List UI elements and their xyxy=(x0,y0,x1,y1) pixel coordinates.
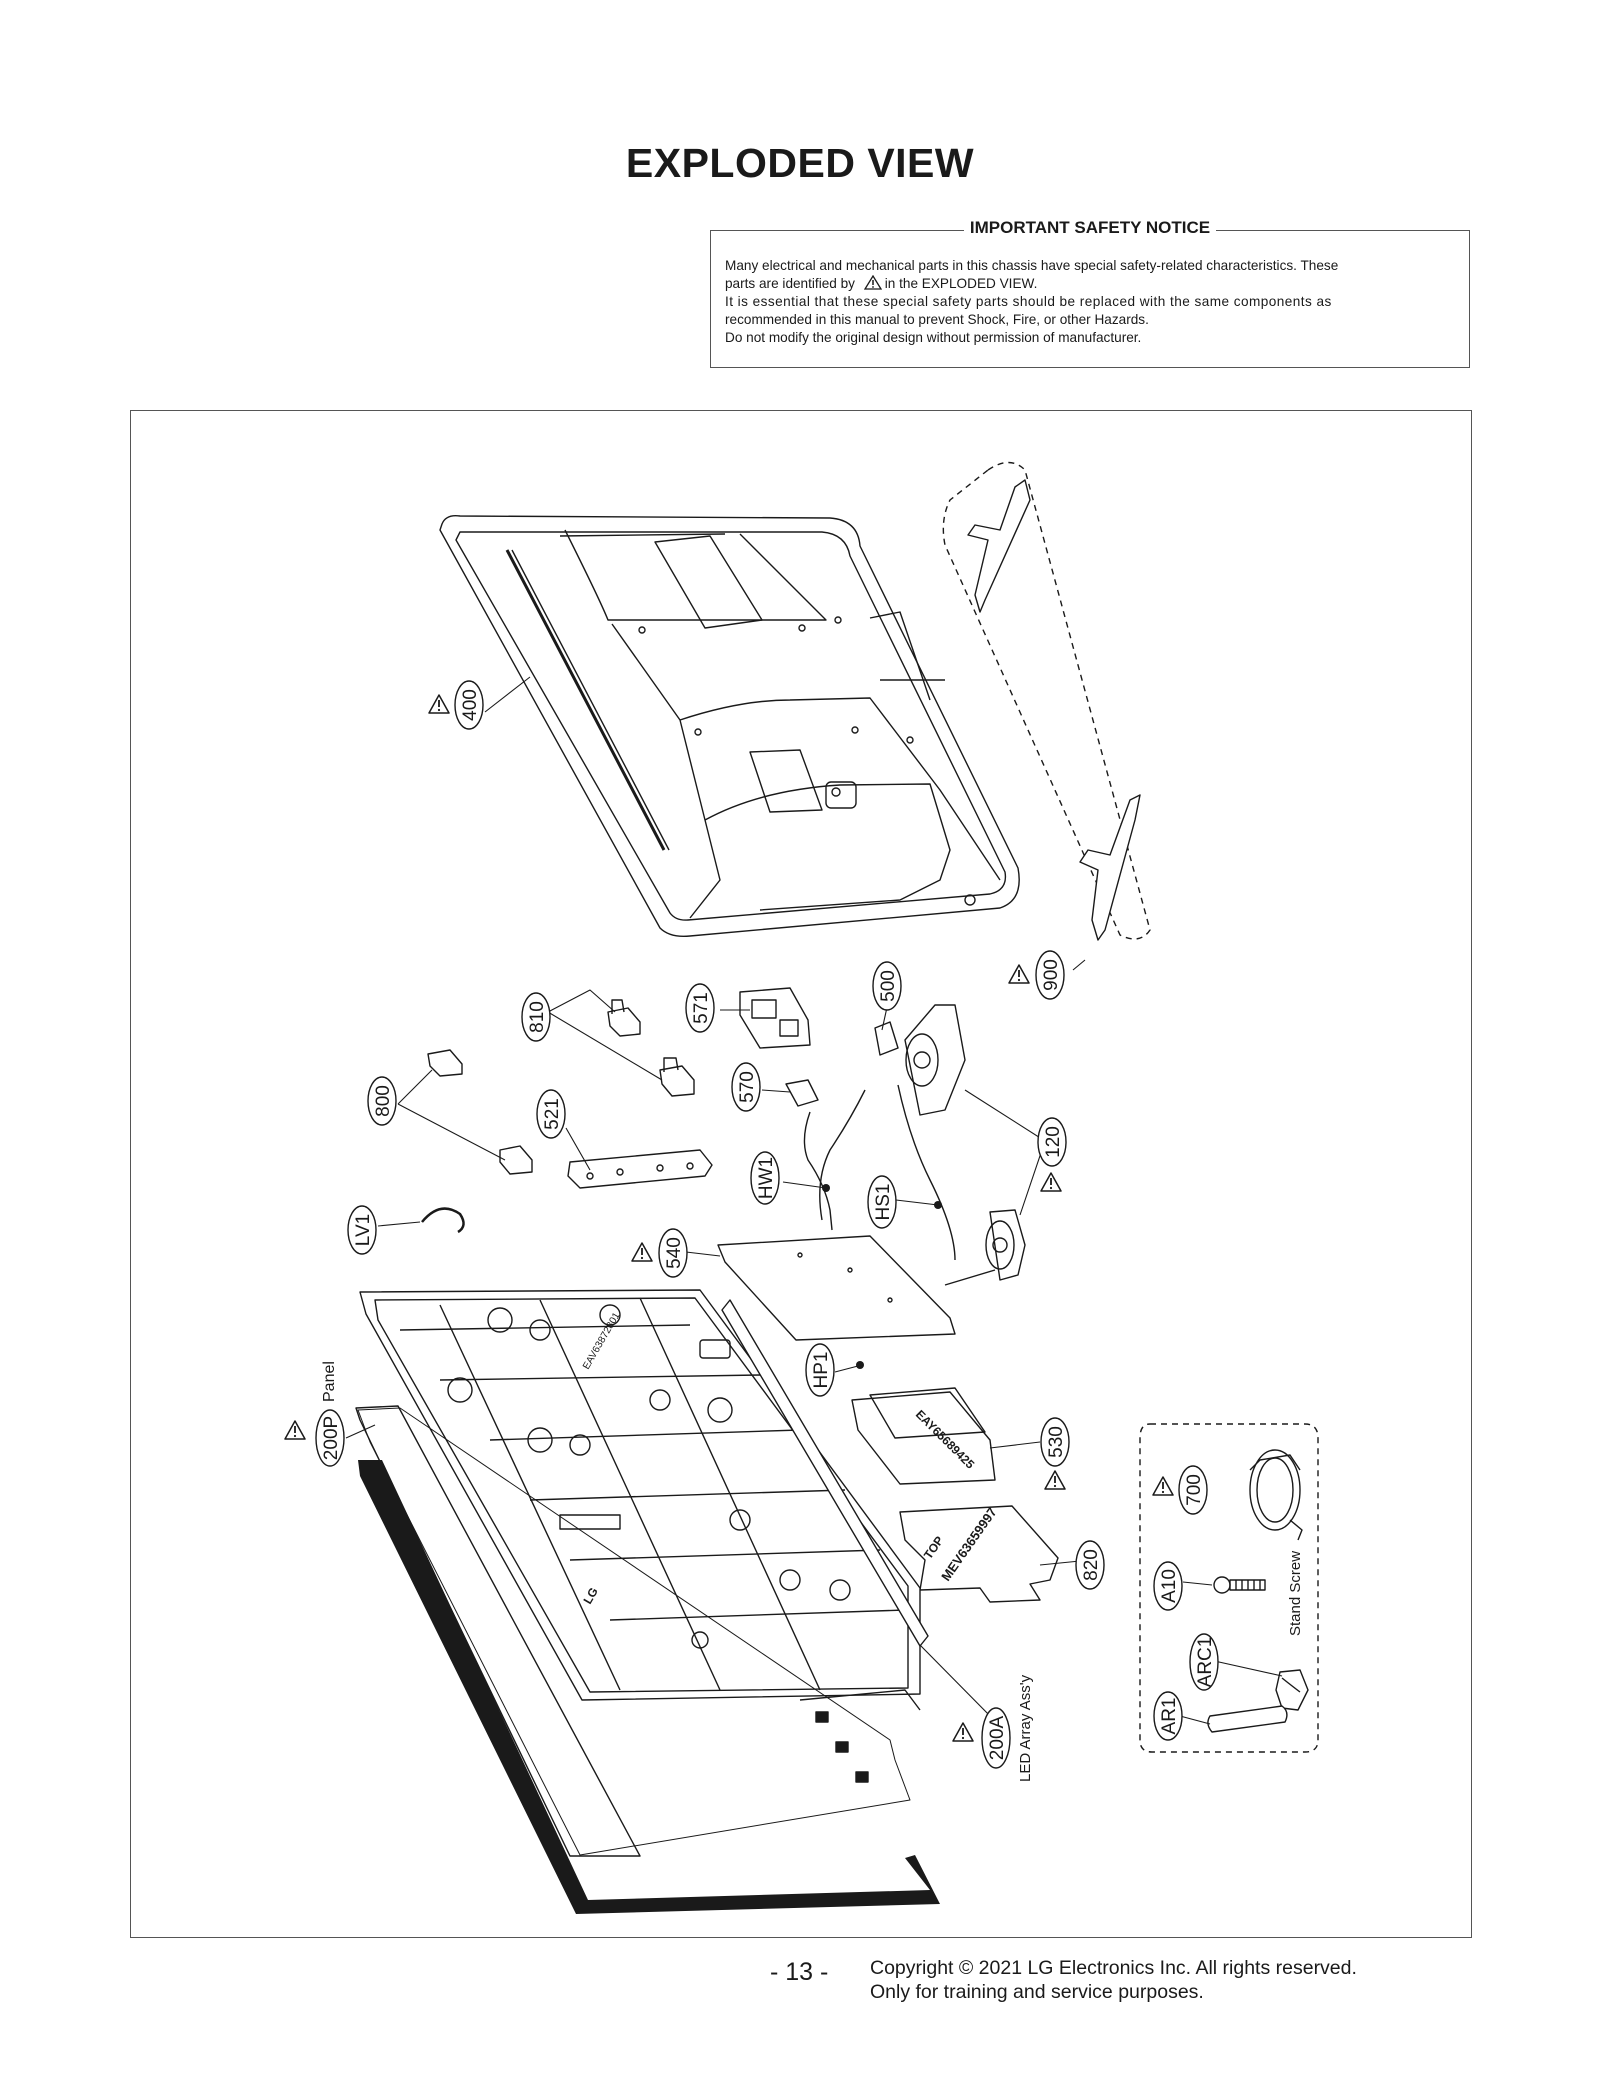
callout-hw1: HW1 xyxy=(750,1151,780,1205)
safety-notice-heading: IMPORTANT SAFETY NOTICE xyxy=(963,218,1217,237)
callout-a10: A10 xyxy=(1153,1561,1183,1611)
junction-dot xyxy=(934,1201,942,1209)
battery-cover-arc1-part xyxy=(1275,1669,1309,1711)
callout-arc1: ARC1 xyxy=(1189,1633,1219,1691)
warning-triangle-icon xyxy=(428,694,450,714)
callout-530: 530 xyxy=(1040,1417,1070,1467)
back-cover-part xyxy=(439,514,1020,938)
callout-810: 810 xyxy=(521,992,551,1042)
callout-hp1-label: HP1 xyxy=(811,1352,832,1389)
notice-line: Do not modify the original design withou… xyxy=(725,330,1142,345)
warning-triangle-icon xyxy=(631,1242,653,1262)
callout-hs1: HS1 xyxy=(867,1175,897,1229)
warning-triangle-icon xyxy=(1044,1470,1066,1490)
warning-triangle-icon xyxy=(1152,1476,1174,1496)
page-number: - 13 - xyxy=(770,1958,829,1986)
sheet-820-part: TOP MEV63659997 xyxy=(899,1505,1059,1603)
callout-a10-label: A10 xyxy=(1159,1569,1180,1603)
stand-screw-a10-part xyxy=(1213,1576,1266,1594)
callout-700: 700 xyxy=(1178,1465,1208,1515)
callout-900: 900 xyxy=(1035,950,1065,1000)
main-board-540-part xyxy=(717,1235,956,1341)
stand-legs-part xyxy=(942,461,1151,941)
battery-ar1-part xyxy=(1207,1705,1288,1733)
callout-900-label: 900 xyxy=(1041,959,1062,991)
safety-notice-box: IMPORTANT SAFETY NOTICE Many electrical … xyxy=(710,218,1470,368)
callout-120-label: 120 xyxy=(1043,1126,1064,1158)
junction-dot xyxy=(822,1184,830,1192)
callout-hw1-label: HW1 xyxy=(756,1157,777,1199)
warning-triangle-icon xyxy=(952,1722,974,1742)
callout-540-label: 540 xyxy=(664,1237,685,1269)
junction-dot xyxy=(856,1361,864,1369)
callout-200p: 200P xyxy=(315,1409,345,1467)
callout-571-label: 571 xyxy=(691,992,712,1024)
callout-hs1-label: HS1 xyxy=(873,1184,894,1221)
callout-700-label: 700 xyxy=(1184,1474,1205,1506)
callout-200a-label: 200A xyxy=(987,1715,1008,1760)
warning-triangle-icon xyxy=(863,274,882,290)
callout-ar1-label: AR1 xyxy=(1159,1698,1180,1735)
notice-line: It is essential that these special safet… xyxy=(725,294,1332,309)
warning-triangle-icon xyxy=(1040,1172,1062,1192)
callout-arc1-label: ARC1 xyxy=(1195,1637,1216,1688)
callout-500-label: 500 xyxy=(878,970,899,1002)
purpose-line: Only for training and service purposes. xyxy=(870,1981,1204,2003)
accessories-box xyxy=(1139,1423,1319,1753)
callout-200a: 200A xyxy=(981,1707,1011,1769)
callout-500: 500 xyxy=(872,961,902,1011)
notice-line: parts are identified by in the EXPLODED … xyxy=(725,274,1455,293)
notice-line: recommended in this manual to prevent Sh… xyxy=(725,312,1149,327)
panel-200p-part xyxy=(355,1405,940,1914)
callout-ar1: AR1 xyxy=(1153,1691,1183,1741)
callout-521-label: 521 xyxy=(542,1098,563,1130)
callout-800: 800 xyxy=(367,1076,397,1126)
callout-200p-label: 200P xyxy=(321,1416,342,1460)
callout-hp1: HP1 xyxy=(805,1343,835,1397)
warning-triangle-icon xyxy=(284,1420,306,1440)
copyright-line: Copyright © 2021 LG Electronics Inc. All… xyxy=(870,1957,1357,1979)
callout-400: 400 xyxy=(454,680,484,730)
bracket-521-part xyxy=(567,1149,713,1189)
callout-820: 820 xyxy=(1075,1540,1105,1590)
chassis-frame-part: EAV63872801 LG xyxy=(359,1289,921,1701)
callout-530-label: 530 xyxy=(1046,1426,1067,1458)
callout-521: 521 xyxy=(536,1089,566,1139)
bracket-800-part xyxy=(427,1049,533,1175)
callout-400-label: 400 xyxy=(460,689,481,721)
notice-line-part: in the EXPLODED VIEW. xyxy=(884,276,1038,291)
callout-820-label: 820 xyxy=(1081,1549,1102,1581)
stand-screw-label: Stand Screw xyxy=(1287,1551,1304,1636)
notice-line: Many electrical and mechanical parts in … xyxy=(725,258,1339,273)
diagram-frame xyxy=(130,410,1472,1938)
led-array-label: LED Array Ass'y xyxy=(1017,1674,1034,1782)
led-array-part xyxy=(721,1299,929,1783)
safety-notice-text: Many electrical and mechanical parts in … xyxy=(725,257,1455,347)
callout-540: 540 xyxy=(658,1228,688,1278)
page-title: EXPLODED VIEW xyxy=(625,140,975,186)
power-board-530-part: EAY65689425 xyxy=(851,1387,996,1485)
callout-800-label: 800 xyxy=(373,1085,394,1117)
callout-570-label: 570 xyxy=(737,1071,758,1103)
copyright-footer: Copyright © 2021 LG Electronics Inc. All… xyxy=(870,1956,1357,2004)
ir-board-500-part xyxy=(874,1021,899,1056)
remote-control-700-part xyxy=(1249,1449,1303,1541)
panel-label: Panel xyxy=(321,1361,338,1402)
callout-570: 570 xyxy=(731,1062,761,1112)
callout-lv1: LV1 xyxy=(347,1205,377,1255)
bracket-810-part xyxy=(607,999,695,1097)
cables-part xyxy=(421,1084,996,1286)
power-connector-571-part xyxy=(739,987,811,1049)
warning-triangle-icon xyxy=(1008,964,1030,984)
callout-810-label: 810 xyxy=(527,1001,548,1033)
notice-line-part: parts are identified by xyxy=(725,276,855,291)
speakers-120-part xyxy=(904,1004,1026,1281)
callout-lv1-label: LV1 xyxy=(353,1214,374,1246)
callout-120: 120 xyxy=(1037,1117,1067,1167)
callout-571: 571 xyxy=(685,983,715,1033)
board-570-part xyxy=(785,1079,819,1107)
